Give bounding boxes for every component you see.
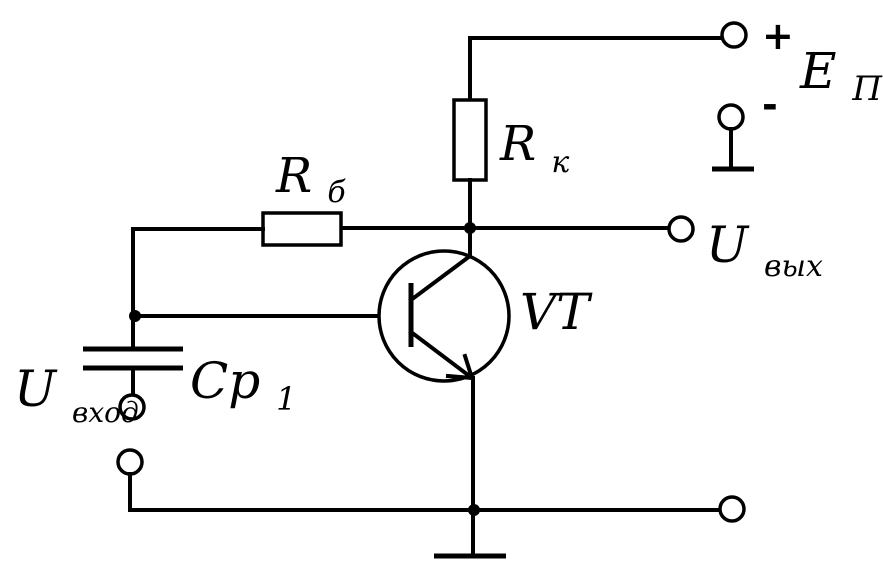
output-voltage-label: U вых <box>706 216 823 284</box>
transistor-emitter-lead <box>408 329 475 381</box>
supply-wire <box>468 36 722 102</box>
ground-rail <box>128 472 722 512</box>
supply-label: E П <box>799 42 883 109</box>
transistor-label: VT <box>520 283 593 341</box>
input-voltage-label-sub: вход <box>72 396 139 429</box>
input-voltage-label-main: U <box>14 360 58 418</box>
supply-minus-terminal <box>717 103 745 131</box>
input-voltage-label: U вход <box>14 360 139 429</box>
supply-plus-label: + <box>762 14 794 58</box>
collector-resistor <box>452 98 488 182</box>
base-resistor-label-sub: б <box>327 175 346 210</box>
capacitor-label-sub: 1 <box>276 380 296 418</box>
output-ground-terminal <box>718 495 746 523</box>
base-resistor-label-main: R <box>275 148 312 204</box>
capacitor-label: Cp 1 <box>190 352 297 418</box>
base-resistor-left-wire <box>131 227 265 318</box>
collector-resistor-label-main: R <box>499 116 536 172</box>
supply-minus-label: - <box>762 83 778 127</box>
output-terminal <box>667 215 695 243</box>
capacitor-label-main: Cp <box>190 352 260 410</box>
base-resistor <box>261 211 343 247</box>
base-resistor-label: R б <box>275 148 346 210</box>
input-terminal-top <box>118 393 146 421</box>
output-voltage-label-main: U <box>706 216 750 274</box>
collector-resistor-label-sub: к <box>551 145 569 180</box>
supply-plus-terminal <box>720 21 748 49</box>
input-terminal-bottom <box>116 448 144 476</box>
collector-resistor-label: R к <box>499 116 569 180</box>
transistor-body <box>377 249 511 383</box>
output-voltage-label-sub: вых <box>764 249 823 284</box>
supply-label-sub: П <box>851 69 883 109</box>
transistor-collector-lead <box>408 226 472 303</box>
supply-label-main: E <box>799 42 837 100</box>
